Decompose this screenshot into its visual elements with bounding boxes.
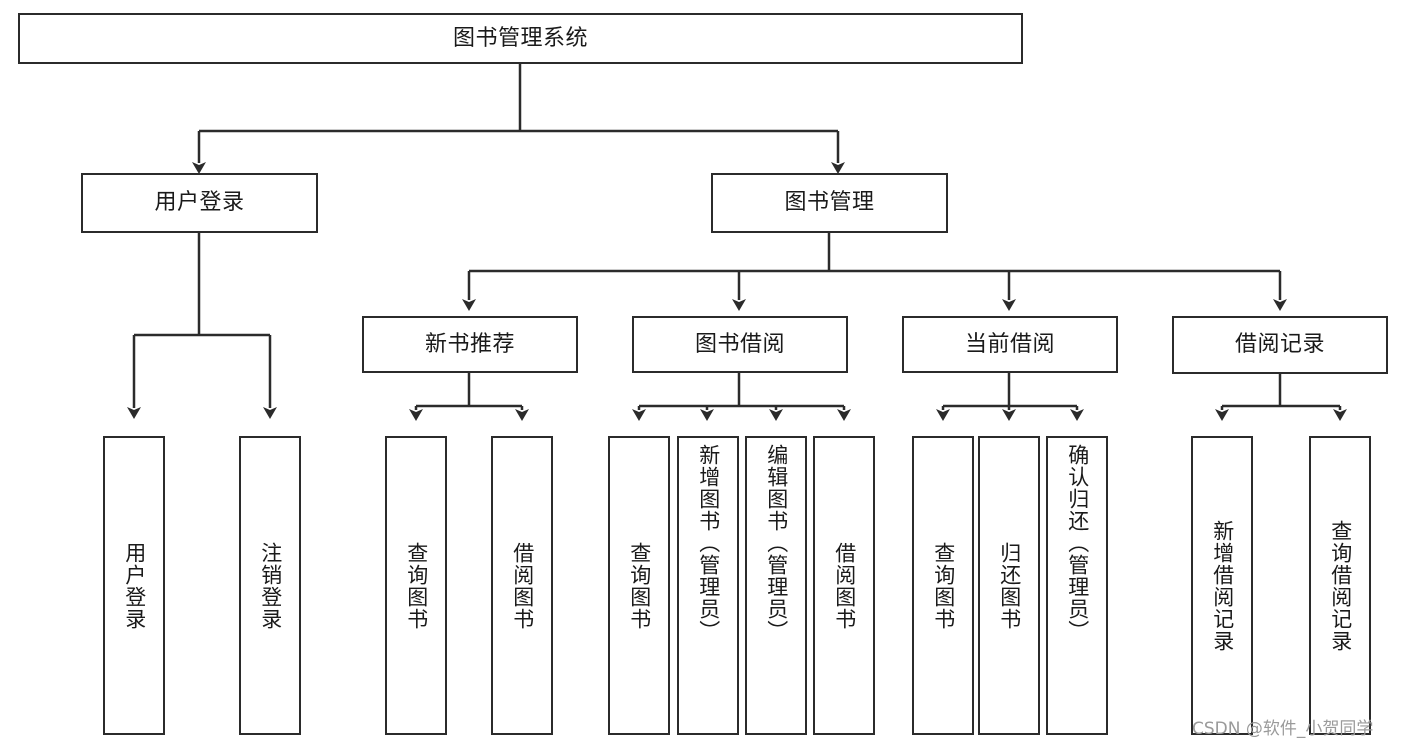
leaf-query-borrow-record[interactable]: 查询借阅记录 (1309, 436, 1371, 735)
node-label: 图书管理系统 (452, 25, 588, 51)
leaf-return-book[interactable]: 归还图书 (978, 436, 1040, 735)
node-book-borrow[interactable]: 图书借阅 (632, 316, 848, 373)
node-label: 查询图书 (627, 541, 652, 630)
node-new-book-recommend[interactable]: 新书推荐 (362, 316, 578, 373)
leaf-add-borrow-record[interactable]: 新增借阅记录 (1191, 436, 1253, 735)
leaf-query-book-current[interactable]: 查询图书 (912, 436, 974, 735)
leaf-add-book-admin[interactable]: 新增图书（管理员） (677, 436, 739, 735)
leaf-edit-book-admin[interactable]: 编辑图书（管理员） (745, 436, 807, 735)
node-book-management[interactable]: 图书管理 (711, 173, 948, 233)
node-label: 用户登录 (154, 190, 245, 216)
node-label: 确认归还（管理员） (1065, 444, 1090, 642)
leaf-query-book-borrow[interactable]: 查询图书 (608, 436, 670, 735)
node-label: 新增图书（管理员） (696, 444, 721, 642)
node-label: 图书管理 (784, 190, 875, 216)
node-label: 编辑图书（管理员） (764, 444, 789, 642)
node-label: 注销登录 (258, 541, 283, 630)
node-label: 借阅记录 (1234, 332, 1325, 358)
node-label: 用户登录 (122, 541, 147, 630)
node-label: 图书借阅 (694, 331, 785, 357)
leaf-borrow-book[interactable]: 借阅图书 (813, 436, 875, 735)
node-root-library-system[interactable]: 图书管理系统 (18, 13, 1023, 64)
leaf-logout-login[interactable]: 注销登录 (239, 436, 301, 735)
node-label: 借阅图书 (832, 541, 857, 630)
node-label: 归还图书 (997, 541, 1022, 630)
node-label: 借阅图书 (510, 541, 535, 630)
node-label: 新书推荐 (424, 331, 515, 357)
leaf-query-book-recommend[interactable]: 查询图书 (385, 436, 447, 735)
leaf-borrow-book-recommend[interactable]: 借阅图书 (491, 436, 553, 735)
node-label: 查询借阅记录 (1328, 519, 1353, 652)
node-user-login[interactable]: 用户登录 (81, 173, 318, 233)
leaf-user-login[interactable]: 用户登录 (103, 436, 165, 735)
node-borrow-record[interactable]: 借阅记录 (1172, 316, 1388, 374)
node-label: 查询图书 (404, 541, 429, 630)
node-label: 当前借阅 (964, 331, 1055, 357)
node-label: 查询图书 (931, 541, 956, 630)
node-current-borrow[interactable]: 当前借阅 (902, 316, 1118, 373)
node-label: 新增借阅记录 (1210, 519, 1235, 652)
leaf-confirm-return-admin[interactable]: 确认归还（管理员） (1046, 436, 1108, 735)
